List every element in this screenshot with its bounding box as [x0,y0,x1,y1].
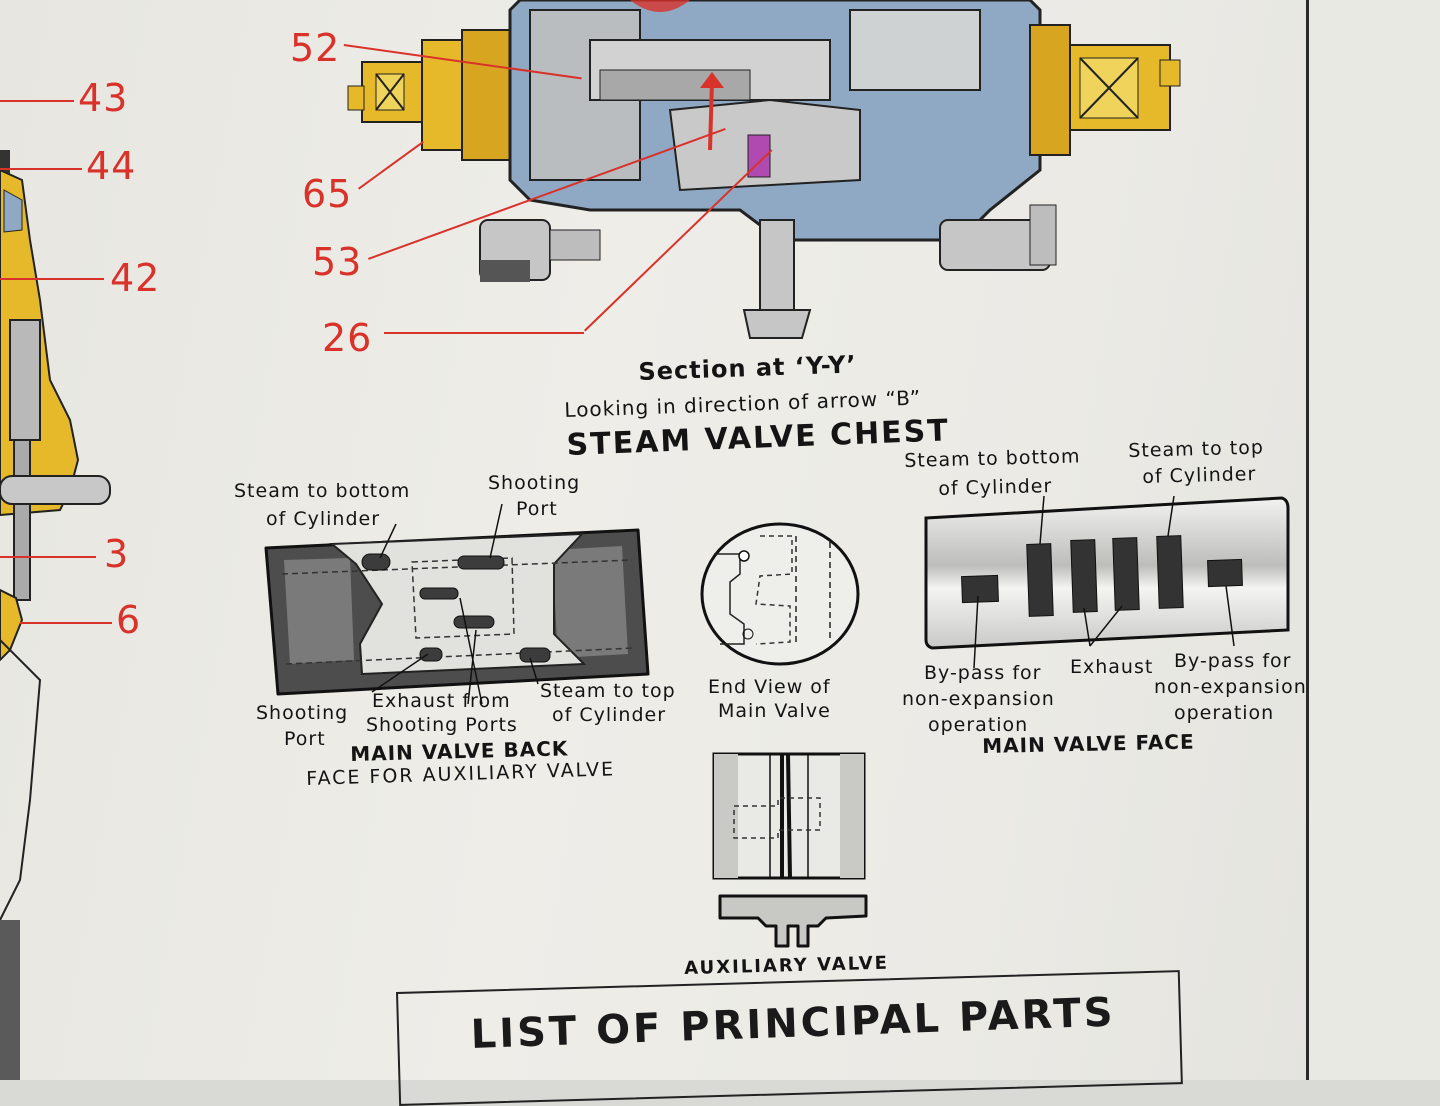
callout-42: 42 [110,256,161,300]
mvb-steam-top-label: Steam to top [540,680,676,702]
mvf-steam-top-label-2: of Cylinder [1142,463,1257,488]
poster-margin [1309,0,1440,1080]
callout-44-leader [0,168,82,170]
mvb-shooting-port-left-label-2: Port [284,728,326,750]
callout-43: 43 [78,76,129,120]
mvf-bypass-left-label-2: non-expansion [902,688,1055,710]
poster-border-line [1306,0,1309,1080]
mvb-steam-bottom-label-2: of Cylinder [266,508,381,530]
callout-3-leader [0,556,96,558]
callout-42-leader [0,278,104,280]
callout-52: 52 [290,26,341,70]
mvf-exhaust-label: Exhaust [1070,656,1154,678]
mvf-steam-top-label: Steam to top [1128,436,1265,462]
callout-65: 65 [302,172,353,216]
mvb-exhaust-label-2: Shooting Ports [366,714,518,736]
mvf-bypass-right-label-3: operation [1174,702,1275,724]
left-assembly-drawing [0,150,111,1080]
callout-6: 6 [116,598,142,642]
mvb-steam-top-label-2: of Cylinder [552,704,667,726]
callout-6-leader [20,622,112,624]
mvb-shooting-port-top-label-2: Port [516,498,558,520]
mvf-bypass-right-label: By-pass for [1174,650,1292,672]
mvf-bypass-left-label: By-pass for [924,662,1042,684]
mvb-shooting-port-top-label: Shooting [488,472,581,494]
end-view-label: End View of [708,676,831,698]
callout-3: 3 [104,532,130,576]
mvf-steam-bottom-label: Steam to bottom [904,445,1081,472]
callout-26: 26 [322,316,373,360]
end-view-label-2: Main Valve [718,700,831,722]
auxiliary-valve-profile-drawing [718,894,868,948]
mvb-steam-bottom-label: Steam to bottom [234,480,411,502]
callout-53: 53 [312,240,363,284]
callout-44: 44 [86,144,137,188]
mvf-bypass-left-label-3: operation [928,714,1029,736]
main-valve-back-drawing [264,503,650,705]
auxiliary-valve-top-drawing [712,752,866,880]
mvb-shooting-port-left-label: Shooting [256,702,349,724]
mvf-steam-bottom-label-2: of Cylinder [938,475,1053,500]
mvb-exhaust-label: Exhaust from [372,690,511,712]
callout-43-leader [0,100,74,102]
end-view-drawing [700,522,860,666]
main-valve-face-caption: MAIN VALVE FACE [982,729,1195,758]
main-valve-face-drawing [924,495,1290,669]
section-yy-drawing [347,0,1181,339]
callout-26-leader [384,332,584,334]
mvf-bypass-right-label-2: non-expansion [1154,676,1307,698]
